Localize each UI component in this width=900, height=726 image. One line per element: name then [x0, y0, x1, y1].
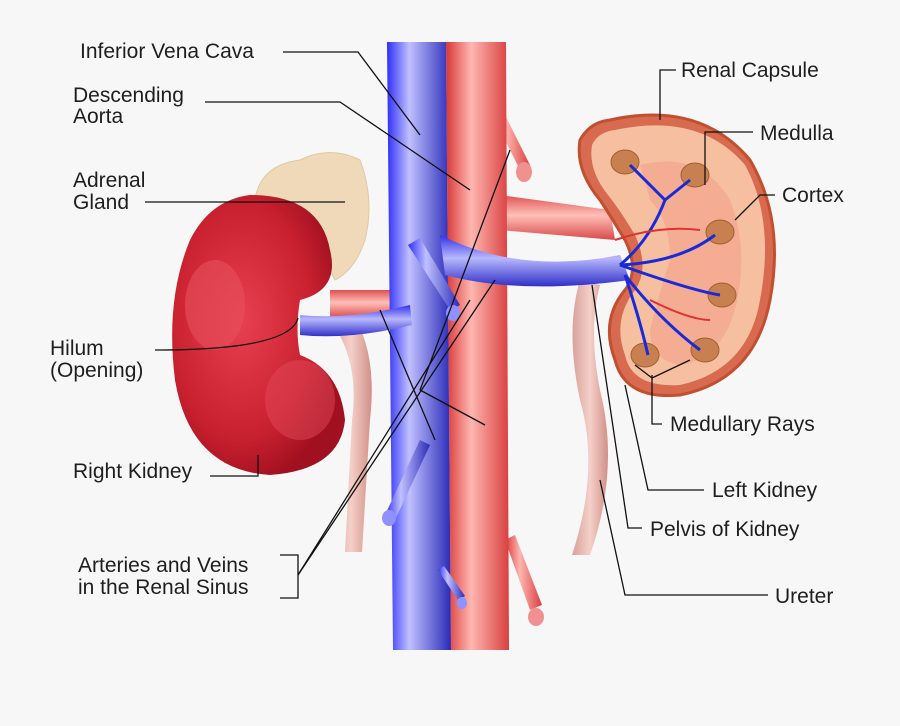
- label-medulla: Medulla: [760, 122, 834, 145]
- label-descending-aorta-line1: Descending: [73, 84, 184, 107]
- left-renal-artery: [500, 195, 615, 240]
- label-adrenal-gland-line2: Gland: [73, 191, 129, 214]
- label-cortex: Cortex: [782, 184, 844, 207]
- right-renal-vein: [300, 305, 412, 337]
- vein-branch: [408, 238, 460, 310]
- right-ureter: [330, 310, 372, 552]
- label-renal-sinus-line2: in the Renal Sinus: [78, 576, 248, 599]
- renal-medulla-region: [640, 161, 742, 365]
- label-right-kidney: Right Kidney: [73, 460, 193, 483]
- descending-aorta: [446, 42, 509, 650]
- renal-vessels: [619, 163, 721, 356]
- vein-branch: [438, 566, 465, 600]
- label-hilum-line1: Hilum: [50, 337, 104, 360]
- vein-branch: [385, 440, 430, 520]
- label-renal-capsule: Renal Capsule: [681, 59, 819, 82]
- renal-pyramids: [610, 149, 737, 368]
- artery-branch: [505, 535, 542, 610]
- label-hilum-line2: (Opening): [50, 359, 143, 382]
- label-ureter: Ureter: [775, 585, 833, 608]
- label-adrenal-gland-line1: Adrenal: [73, 169, 145, 192]
- label-medullary-rays: Medullary Rays: [670, 413, 815, 436]
- left-ureter: [572, 280, 608, 555]
- label-left-kidney: Left Kidney: [712, 479, 818, 502]
- label-pelvis-of-kidney: Pelvis of Kidney: [650, 518, 800, 541]
- label-descending-aorta-line2: Aorta: [73, 105, 124, 128]
- left-renal-vein: [440, 235, 630, 287]
- label-inferior-vena-cava: Inferior Vena Cava: [80, 40, 254, 63]
- leader-lines: [145, 51, 775, 599]
- label-renal-sinus-line1: Arteries and Veins: [78, 554, 248, 577]
